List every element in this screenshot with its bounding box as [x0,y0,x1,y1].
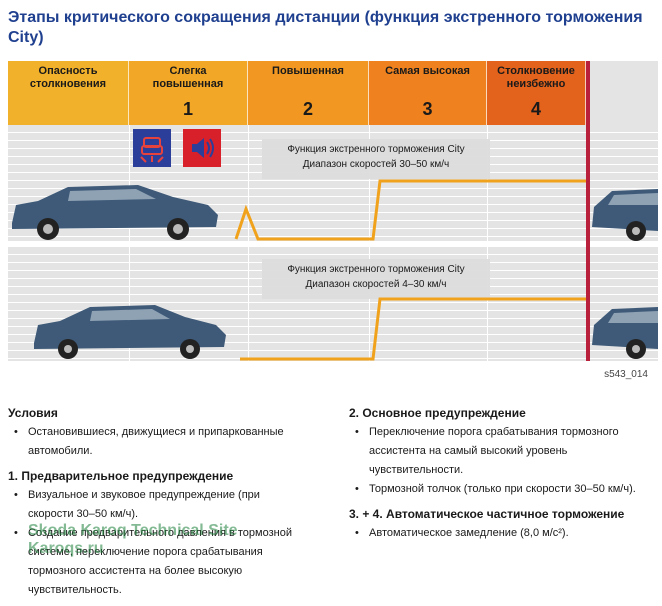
stage-collision-risk: Опасность столкновения [8,61,129,125]
lane1-box-line2: Диапазон скоростей 30–50 км/ч [302,159,450,170]
stage-label: Опасность столкновения [29,65,107,90]
main-warning-item-1: Переключение порога срабатывания тормозн… [355,423,639,480]
lane2-box-line1: Функция экстренного торможения City [287,264,465,275]
car-lower [34,305,226,359]
collision-line [586,61,590,361]
car-front-upper [592,189,658,241]
pre-warning-title: 1. Предварительное предупреждение [8,469,234,483]
stage-3: Самая высокая 3 [369,61,487,125]
pre-warning-item-2: Создание предварительного давления в тор… [14,524,308,600]
lane-upper: Функция экстренного торможения City Диап… [8,125,658,241]
stage-label: Столкновение неизбежно [497,65,575,90]
auto-braking-title: 3. + 4. Автоматическое частичное торможе… [349,507,625,521]
pre-warning-item-1: Визуальное и звуковое предупреждение (пр… [14,486,308,524]
left-column: Условия Остановившиеся, движущиеся и при… [8,404,308,606]
stage-number: 3 [422,99,433,119]
conditions-item: Остановившиеся, движущиеся и припаркован… [14,423,308,461]
lane2-graph-line [240,297,586,361]
braking-stages-diagram: Опасность столкновения Слегка повышенная… [8,61,658,361]
car-front-lower [592,307,658,359]
lane2-box-line2: Диапазон скоростей 4–30 км/ч [305,279,447,290]
right-column: 2. Основное предупреждение Переключение … [349,404,639,549]
watermark: Skoda Karoq Technical Site Karoqs.ru [28,522,238,558]
collision-warning-icon [133,129,171,167]
watermark-line-2: Karoqs.ru [28,540,104,557]
stage-4: Столкновение неизбежно 4 [487,61,586,125]
speaker-icon [183,129,221,167]
stage-1: Слегка повышенная 1 [129,61,248,125]
stage-label: Самая высокая [385,65,470,77]
lane1-box-line1: Функция экстренного торможения City [287,144,465,155]
image-code: s543_014 [604,369,648,380]
main-warning-item-2: Тормозной толчок (только при скорости 30… [355,480,639,499]
stage-label: Слегка повышенная [152,65,224,90]
header-filler [590,61,658,125]
stage-number: 1 [182,99,193,119]
braking-graph [234,179,586,361]
watermark-line-1: Skoda Karoq Technical Site [28,522,238,539]
page-title: Этапы критического сокращения дистанции … [8,9,643,46]
lane2-info-box: Функция экстренного торможения City Диап… [262,259,490,299]
stage-number: 4 [530,99,541,119]
stage-number: 2 [302,99,313,119]
auto-braking-item: Автоматическое замедление (8,0 м/с²). [355,524,639,543]
stage-label: Повышенная [272,65,344,77]
main-warning-title: 2. Основное предупреждение [349,406,526,420]
conditions-title: Условия [8,406,58,420]
car-upper [12,185,218,240]
stage-2: Повышенная 2 [248,61,369,125]
lane1-graph-line [234,179,586,241]
lane1-info-box: Функция экстренного торможения City Диап… [262,139,490,179]
